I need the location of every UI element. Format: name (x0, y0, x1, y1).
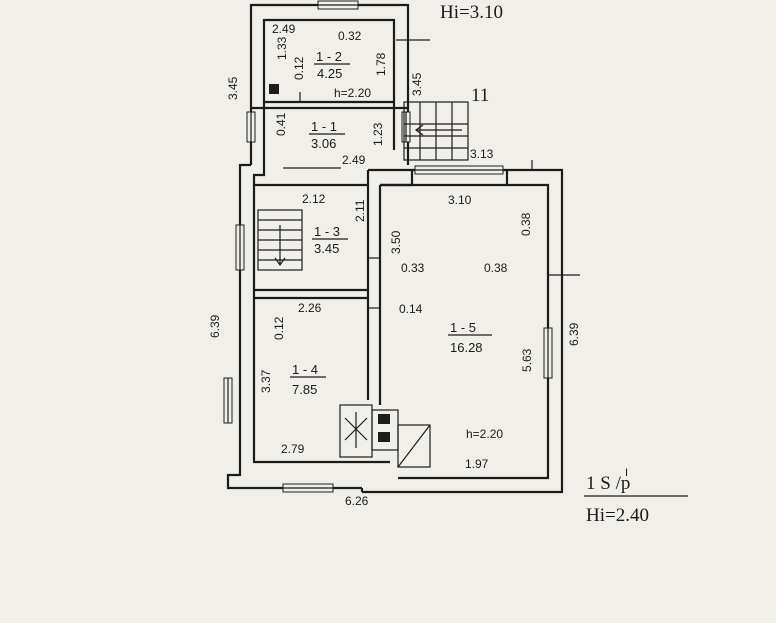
dim-label: 3.10 (448, 193, 472, 207)
dim-label: 1.78 (374, 52, 388, 76)
room-area: 7.85 (292, 382, 317, 397)
footer-height-label: Hi=2.40 (586, 505, 649, 526)
dimension-labels: 2.49 0.32 2.49 3.13 2.12 3.10 0.33 0.38 … (208, 22, 581, 508)
dim-label: 6.39 (208, 314, 222, 338)
room-height: h=2.20 (466, 427, 503, 441)
stair-mark: 11 (471, 85, 489, 106)
dim-label: 3.45 (410, 72, 424, 96)
sheet-label: 1 S /p (586, 473, 630, 494)
dim-label: 1.33 (275, 36, 289, 60)
room-area: 3.06 (311, 136, 336, 151)
room-id: 1 - 1 (311, 119, 337, 134)
room-id: 1 - 3 (314, 224, 340, 239)
walls (226, 3, 564, 494)
dim-label: 0.38 (484, 261, 508, 275)
room-id: 1 - 5 (450, 320, 476, 335)
header-height-label: Hi=3.10 (440, 2, 503, 23)
dim-label: 2.49 (342, 153, 366, 167)
room-area: 3.45 (314, 241, 339, 256)
dim-label: 1.23 (371, 122, 385, 146)
dim-label: 3.50 (389, 230, 403, 254)
room-id: 1 - 2 (316, 49, 342, 64)
windows (223, 0, 553, 493)
dim-label: 2.49 (272, 22, 296, 36)
dim-label: 0.14 (399, 302, 423, 316)
inner-stairs (257, 209, 303, 271)
room-area: 4.25 (317, 66, 342, 81)
room-1-2: 1 - 2 4.25 h=2.20 (314, 49, 371, 100)
dim-label: 0.32 (338, 29, 362, 43)
dim-label: 0.12 (292, 56, 306, 80)
dim-label: 5.63 (520, 348, 534, 372)
room-1-1: 1 - 1 3.06 (309, 119, 345, 151)
room-id: 1 - 4 (292, 362, 318, 377)
room-1-4: 1 - 4 7.85 (290, 362, 326, 397)
outer-stairs (403, 101, 469, 161)
dim-label: 2.11 (353, 199, 367, 222)
room-1-3: 1 - 3 3.45 (312, 224, 348, 256)
dim-label: 3.13 (470, 147, 494, 161)
dim-label: 0.38 (519, 212, 533, 236)
dim-label: 2.26 (298, 301, 322, 315)
dim-label: 6.26 (345, 494, 369, 508)
stove (269, 84, 431, 468)
sheet-label-superscript: I (625, 467, 628, 479)
dim-label: 0.41 (274, 112, 288, 136)
dim-label: 2.79 (281, 442, 305, 456)
dim-label: 0.33 (401, 261, 425, 275)
room-height: h=2.20 (334, 86, 371, 100)
dim-label: 3.45 (226, 76, 240, 100)
dim-label: 1.97 (465, 457, 489, 471)
dim-label: 2.12 (302, 192, 326, 206)
dim-label: 6.39 (567, 322, 581, 346)
dim-label: 0.12 (272, 316, 286, 340)
room-area: 16.28 (450, 340, 483, 355)
room-1-5: 1 - 5 16.28 h=2.20 (448, 320, 503, 441)
dimension-lines (283, 39, 580, 309)
dim-label: 3.37 (259, 369, 273, 393)
